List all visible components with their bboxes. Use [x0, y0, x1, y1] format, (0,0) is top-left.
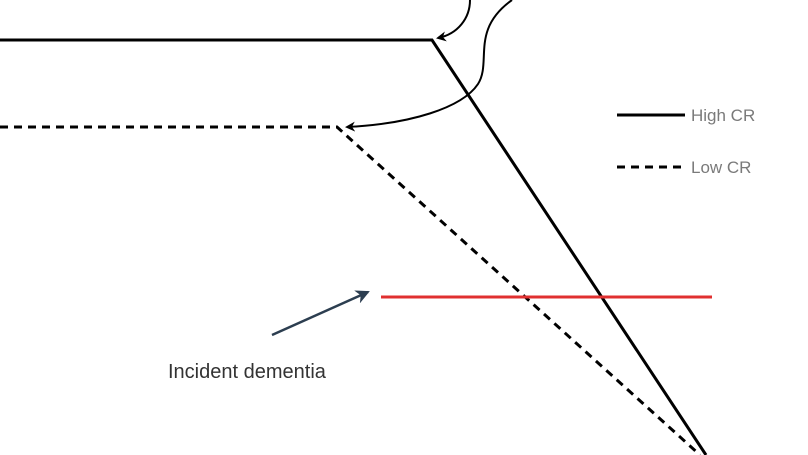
- low-cr-curve: [0, 125, 702, 455]
- legend-low-cr-label: Low CR: [691, 158, 752, 177]
- inflection-arrow-low-cr: [345, 0, 513, 132]
- incident-dementia-label: Incident dementia: [168, 361, 326, 383]
- dementia-annotation-arrow: [271, 290, 370, 337]
- inflection-arrow-high-cr: [436, 0, 471, 42]
- high-cr-curve: [0, 38, 708, 455]
- legend-high-cr-label: High CR: [691, 106, 756, 125]
